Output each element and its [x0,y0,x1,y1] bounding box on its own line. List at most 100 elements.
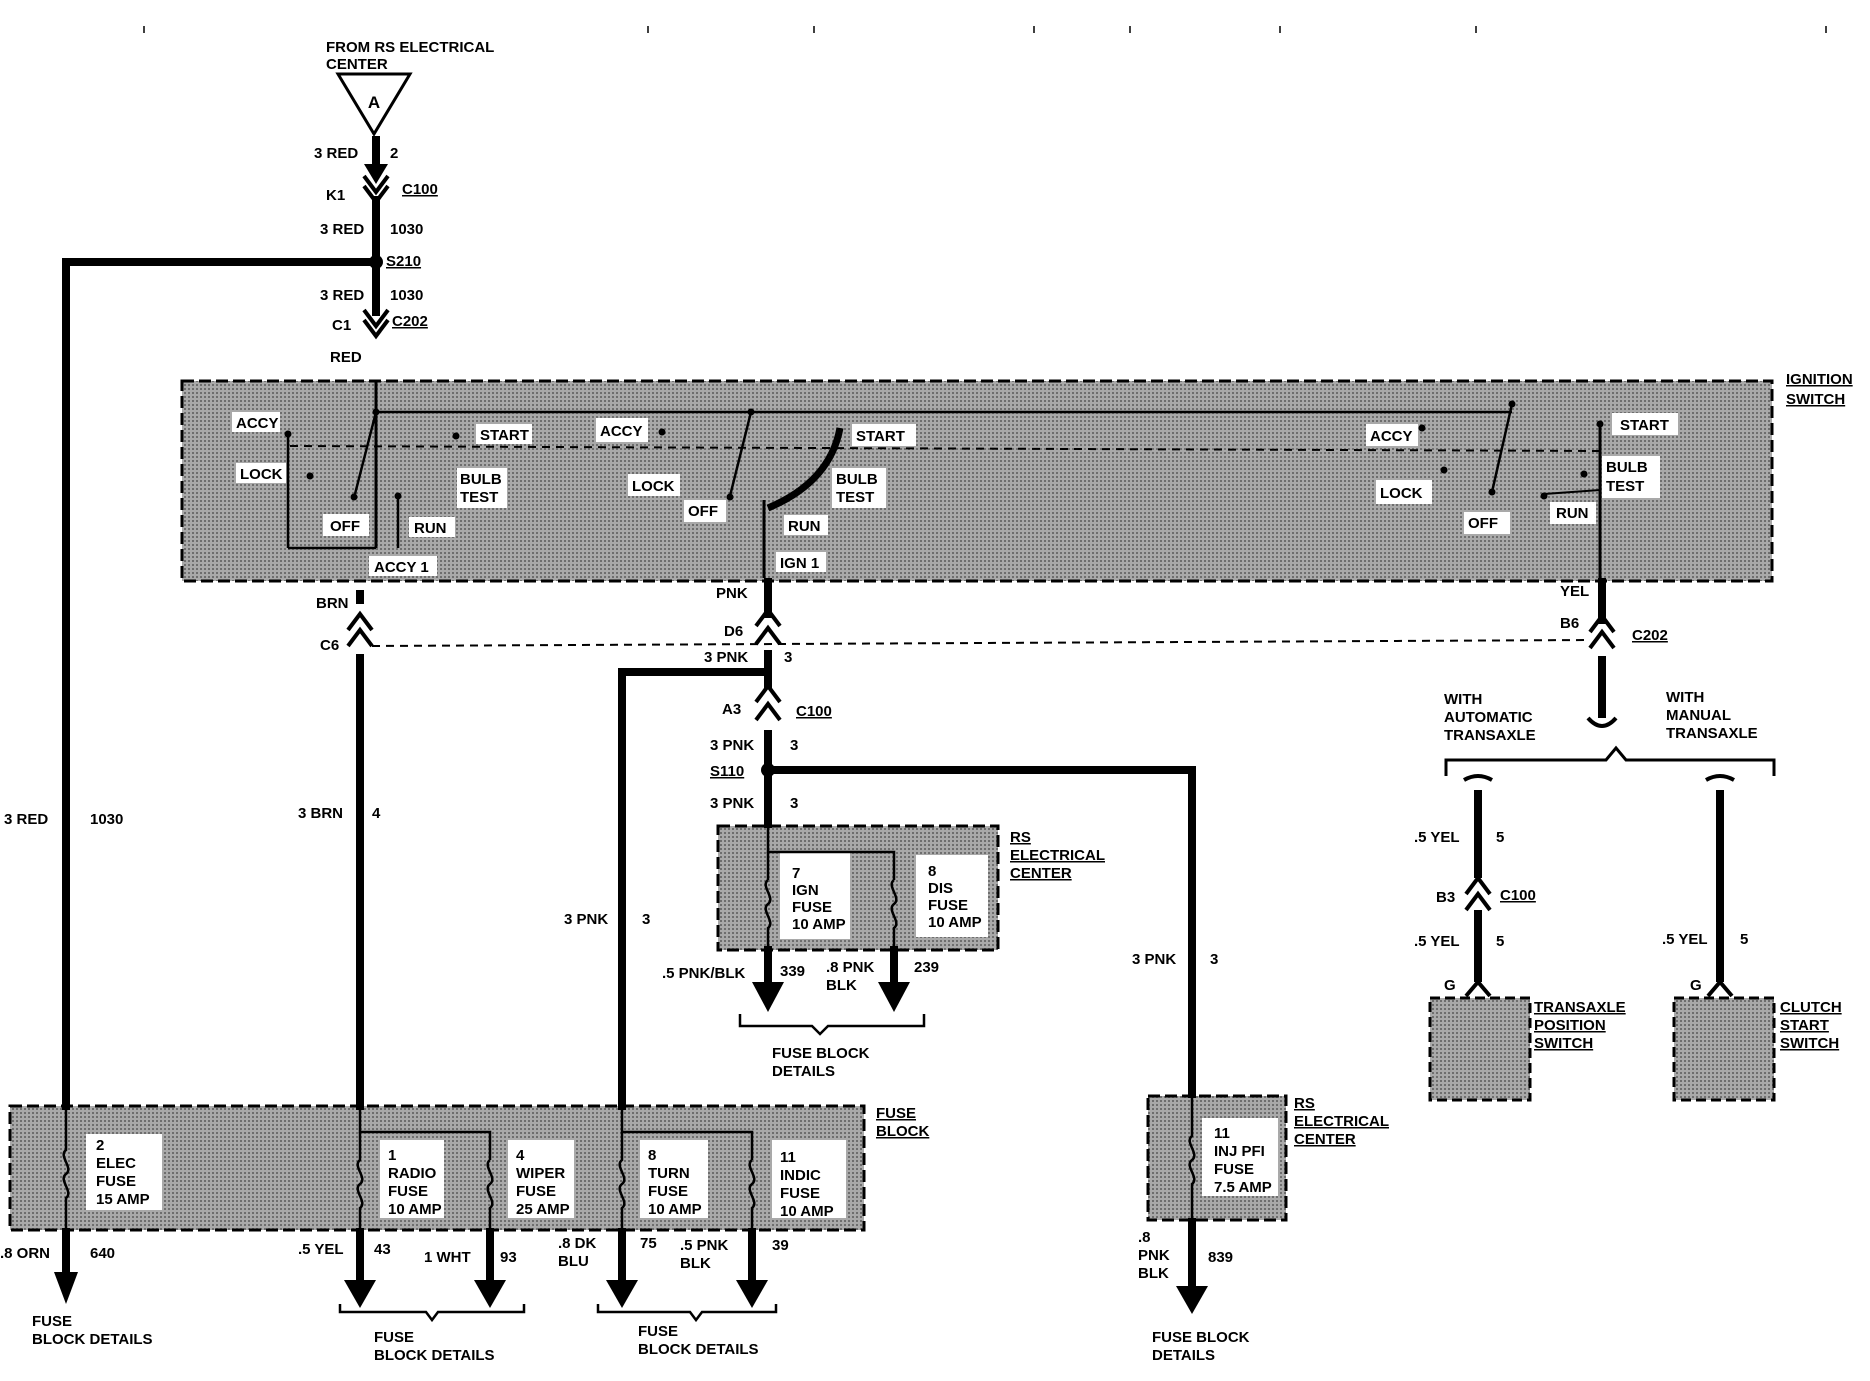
clutch-start-switch-box [1672,996,1776,1102]
switch-position-label: TEST [460,489,498,506]
wire-gauge: .8 [1138,1229,1151,1246]
fuse-label: 1 RADIO FUSE 10 AMP [388,1147,442,1218]
ignition-switch-box [180,379,1774,583]
svg-text:10 AMP: 10 AMP [928,914,982,931]
svg-text:RADIO: RADIO [388,1165,437,1182]
switch-output-label: ACCY 1 [374,559,429,576]
svg-text:2: 2 [96,1137,104,1154]
wire-gauge: .5 YEL [1414,933,1460,950]
fuse-internal-wiring [62,826,1196,1228]
detail-brackets [338,1014,926,1323]
transaxle-option-bracket [1444,745,1776,776]
component-title: CENTER [1010,865,1072,882]
component-title: ELECTRICAL [1010,847,1105,864]
connector-name: C202 [392,313,428,330]
svg-text:11: 11 [1214,1125,1230,1142]
option-label: MANUAL [1666,707,1731,724]
wire-gauge: 3 BRN [298,805,343,822]
connector-name: C202 [1632,627,1668,644]
source-triangle: A [335,72,413,137]
wire-breaks [1463,716,1735,782]
wire-circuit: 5 [1496,829,1504,846]
svg-text:DIS: DIS [928,880,953,897]
wire-gauge: .5 PNK/BLK [662,965,746,982]
svg-text:WIPER: WIPER [516,1165,565,1182]
option-label: TRANSAXLE [1444,727,1536,744]
wire-color: PNK [716,585,748,602]
details-label: DETAILS [772,1063,835,1080]
splice-s110 [761,763,775,777]
connector-pin: C6 [320,637,339,654]
wire-circuit: 1030 [390,221,423,238]
fuse-label: 8 TURN FUSE 10 AMP [648,1147,702,1218]
svg-text:10 AMP: 10 AMP [792,916,846,933]
svg-text:FUSE: FUSE [388,1183,428,1200]
switch-position-label: ACCY [600,423,643,440]
switch-position-label: RUN [1556,505,1589,522]
connector-name: C100 [402,181,438,198]
wire-color: BRN [316,595,349,612]
component-title: RS [1294,1095,1315,1112]
svg-text:FUSE: FUSE [648,1183,688,1200]
svg-text:FUSE: FUSE [96,1173,136,1190]
transaxle-position-switch-box [1428,996,1532,1102]
source-label-line2: CENTER [326,56,388,73]
option-label: WITH [1666,689,1704,706]
splice-label: S110 [710,763,744,780]
switch-output-label: IGN 1 [780,555,819,572]
connector-pin: D6 [724,623,743,640]
component-title: CENTER [1294,1131,1356,1148]
wire-gauge: 3 PNK [710,737,754,754]
wire-circuit: 5 [1740,931,1748,948]
switch-position-label: OFF [330,518,360,535]
wire-circuit: 239 [914,959,939,976]
svg-text:8: 8 [648,1147,656,1164]
wire-gauge: BLU [558,1253,589,1270]
svg-text:15 AMP: 15 AMP [96,1191,150,1208]
option-label: WITH [1444,691,1482,708]
svg-text:FUSE: FUSE [928,897,968,914]
switch-position-label: RUN [788,518,821,535]
wire-circuit: 5 [1496,933,1504,950]
wire-gauge: BLK [1138,1265,1169,1282]
output-arrows [54,164,1208,1314]
fuse-label-patches [86,851,1278,1218]
wire-gauge: 3 RED [314,145,358,162]
fuse-label: 7 IGN FUSE 10 AMP [792,865,846,933]
wire-gauge: 3 RED [320,287,364,304]
details-label: FUSE BLOCK [1152,1329,1250,1346]
wire-color: RED [330,349,362,366]
details-label: BLOCK DETAILS [374,1347,495,1364]
component-title: CLUTCH [1780,999,1842,1016]
header-ticks [143,26,1827,33]
details-label: FUSE BLOCK [772,1045,870,1062]
wire-circuit: 39 [772,1237,789,1254]
switch-position-label: LOCK [1380,485,1423,502]
svg-text:IGN: IGN [792,882,819,899]
svg-text:ELEC: ELEC [96,1155,136,1172]
wire-gauge: PNK [1138,1247,1170,1264]
splice-label: S210 [386,253,421,270]
wire-gauge: .8 DK [558,1235,597,1252]
wire-gauge: .5 YEL [298,1241,344,1258]
wire-circuit: 640 [90,1245,115,1262]
ignition-label-patches [232,412,1678,576]
fuse-label: 4 WIPER FUSE 25 AMP [516,1147,570,1218]
connector-pin: A3 [722,701,741,718]
terminal-label: G [1690,977,1702,994]
switch-position-label: BULB [1606,459,1648,476]
wire-circuit: 3 [790,737,798,754]
details-label: FUSE [638,1323,678,1340]
component-title: BLOCK [876,1123,929,1140]
component-title: SWITCH [1534,1035,1593,1052]
svg-text:FUSE: FUSE [516,1183,556,1200]
svg-text:INJ PFI: INJ PFI [1214,1143,1265,1160]
svg-text:11: 11 [780,1149,796,1166]
option-label: AUTOMATIC [1444,709,1533,726]
svg-text:INDIC: INDIC [780,1167,821,1184]
component-title: ELECTRICAL [1294,1113,1389,1130]
wire-gauge: 3 RED [320,221,364,238]
wire-gauge: 3 RED [4,811,48,828]
